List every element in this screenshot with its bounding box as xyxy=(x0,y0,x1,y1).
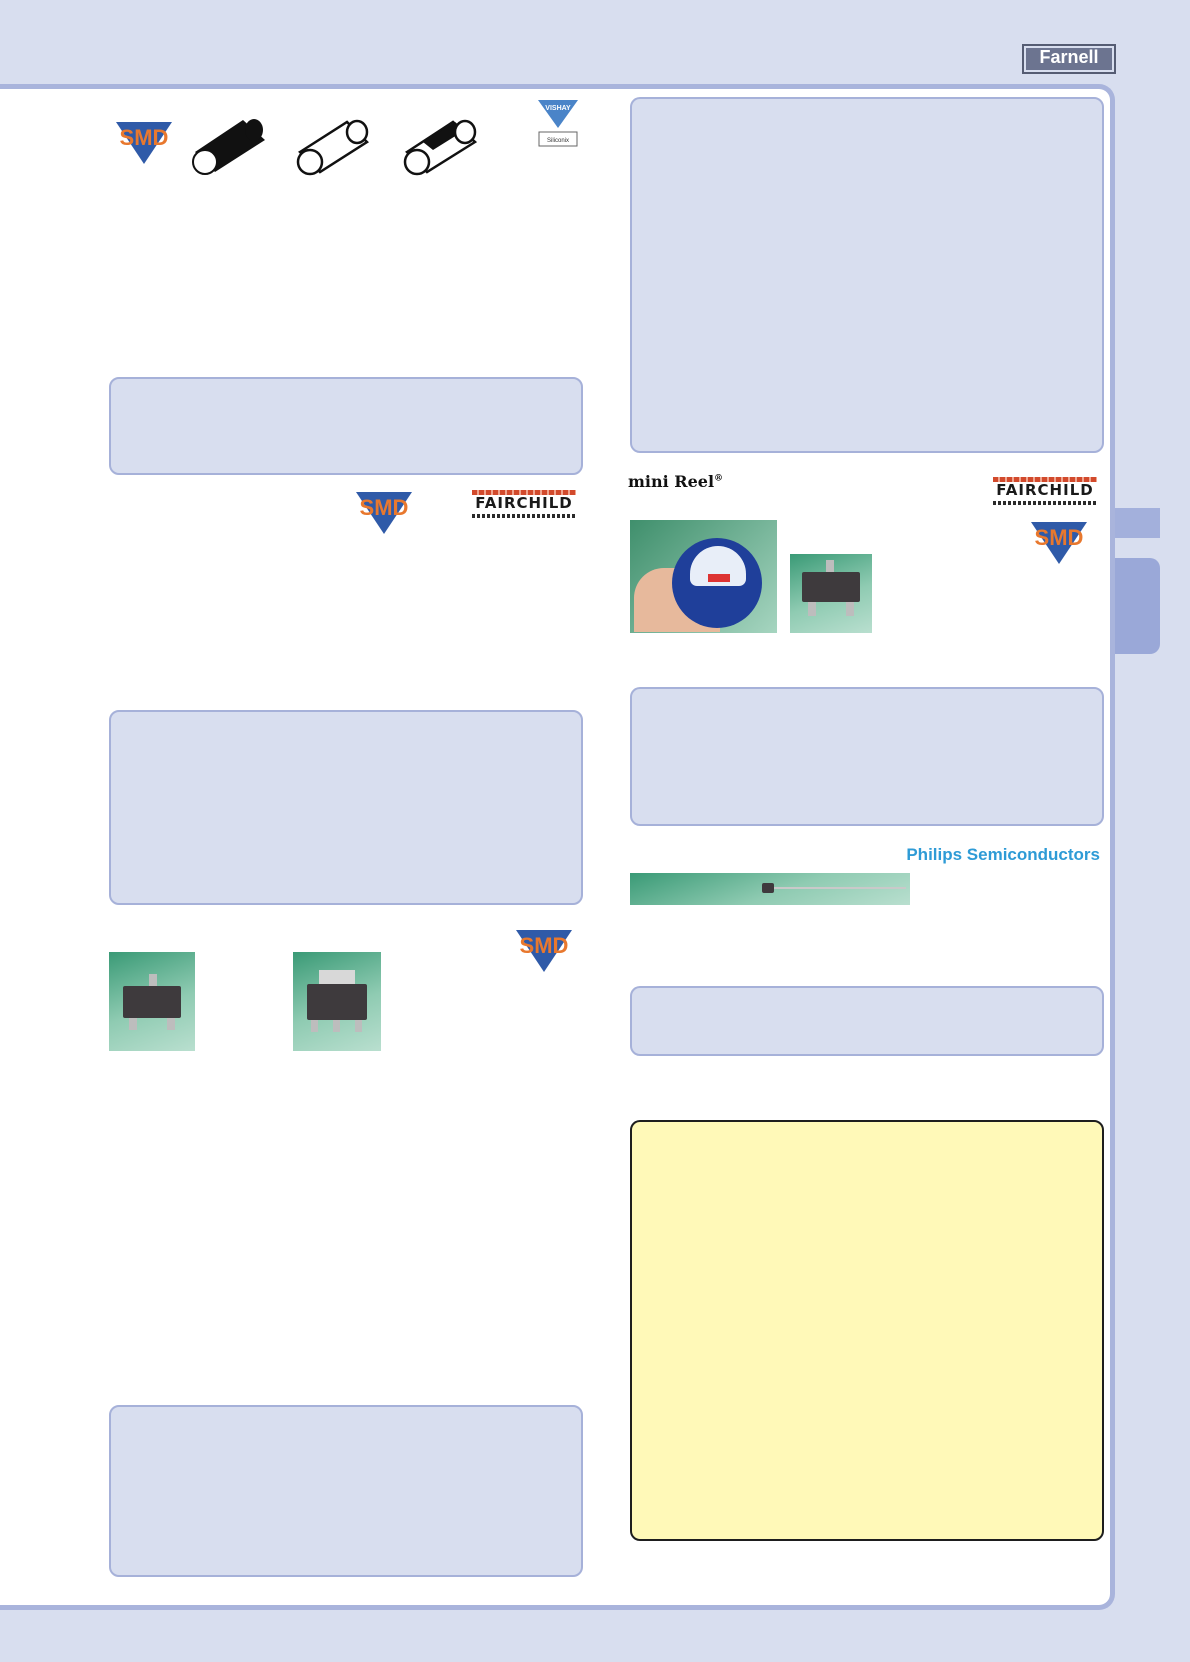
info-box-left-1 xyxy=(109,377,583,475)
farnell-logo: Farnell xyxy=(1022,44,1116,74)
smd-badge-text: SMD xyxy=(120,125,169,150)
smd-badge-icon: SMD xyxy=(1025,520,1093,566)
minireel-transistor-photo xyxy=(790,554,872,633)
sot223-package-photo xyxy=(293,952,381,1051)
vishay-logo: VISHAY Siliconix xyxy=(538,100,578,147)
smd-badge-icon: SMD xyxy=(510,928,578,974)
vishay-logo-sub: Siliconix xyxy=(547,138,569,144)
cylinder-component-outline-2 xyxy=(403,119,478,176)
info-box-right-3 xyxy=(630,986,1104,1056)
fairchild-logo-text: FAIRCHILD xyxy=(472,495,576,512)
cylindrical-component-drawings xyxy=(192,119,478,176)
smd-badge-text: SMD xyxy=(360,495,409,520)
section-tab-upper[interactable] xyxy=(1115,508,1160,538)
cylinder-component-black xyxy=(192,119,265,175)
fairchild-logo-sub xyxy=(472,514,576,518)
section-tab-active[interactable] xyxy=(1115,558,1160,654)
fairchild-logo-sub xyxy=(993,501,1097,505)
smd-badge-icon: SMD xyxy=(350,490,418,536)
info-box-left-3 xyxy=(109,1405,583,1577)
smd-badge-text: SMD xyxy=(520,933,569,958)
fairchild-logo: FAIRCHILD xyxy=(993,477,1097,511)
minireel-logo: mini Reel® xyxy=(628,472,723,491)
cylinder-component-outline-1 xyxy=(296,119,369,176)
axial-diode-photo xyxy=(630,873,910,905)
info-box-right-1 xyxy=(630,97,1104,453)
fairchild-logo-text: FAIRCHILD xyxy=(993,482,1097,499)
smd-badge-text: SMD xyxy=(1035,525,1084,550)
highlight-note-box xyxy=(630,1120,1104,1541)
minireel-logo-text: mini Reel xyxy=(628,472,715,491)
sot23-package-photo xyxy=(109,952,195,1051)
fairchild-logo: FAIRCHILD xyxy=(472,490,576,524)
smd-badge-icon: SMD xyxy=(110,120,178,166)
minireel-logo-mark: ® xyxy=(714,473,724,484)
minireel-hand-photo xyxy=(630,520,777,633)
info-box-right-2 xyxy=(630,687,1104,826)
info-box-left-2 xyxy=(109,710,583,905)
vishay-logo-text: VISHAY xyxy=(545,105,571,112)
philips-semiconductors-logo: Philips Semiconductors xyxy=(906,845,1100,864)
